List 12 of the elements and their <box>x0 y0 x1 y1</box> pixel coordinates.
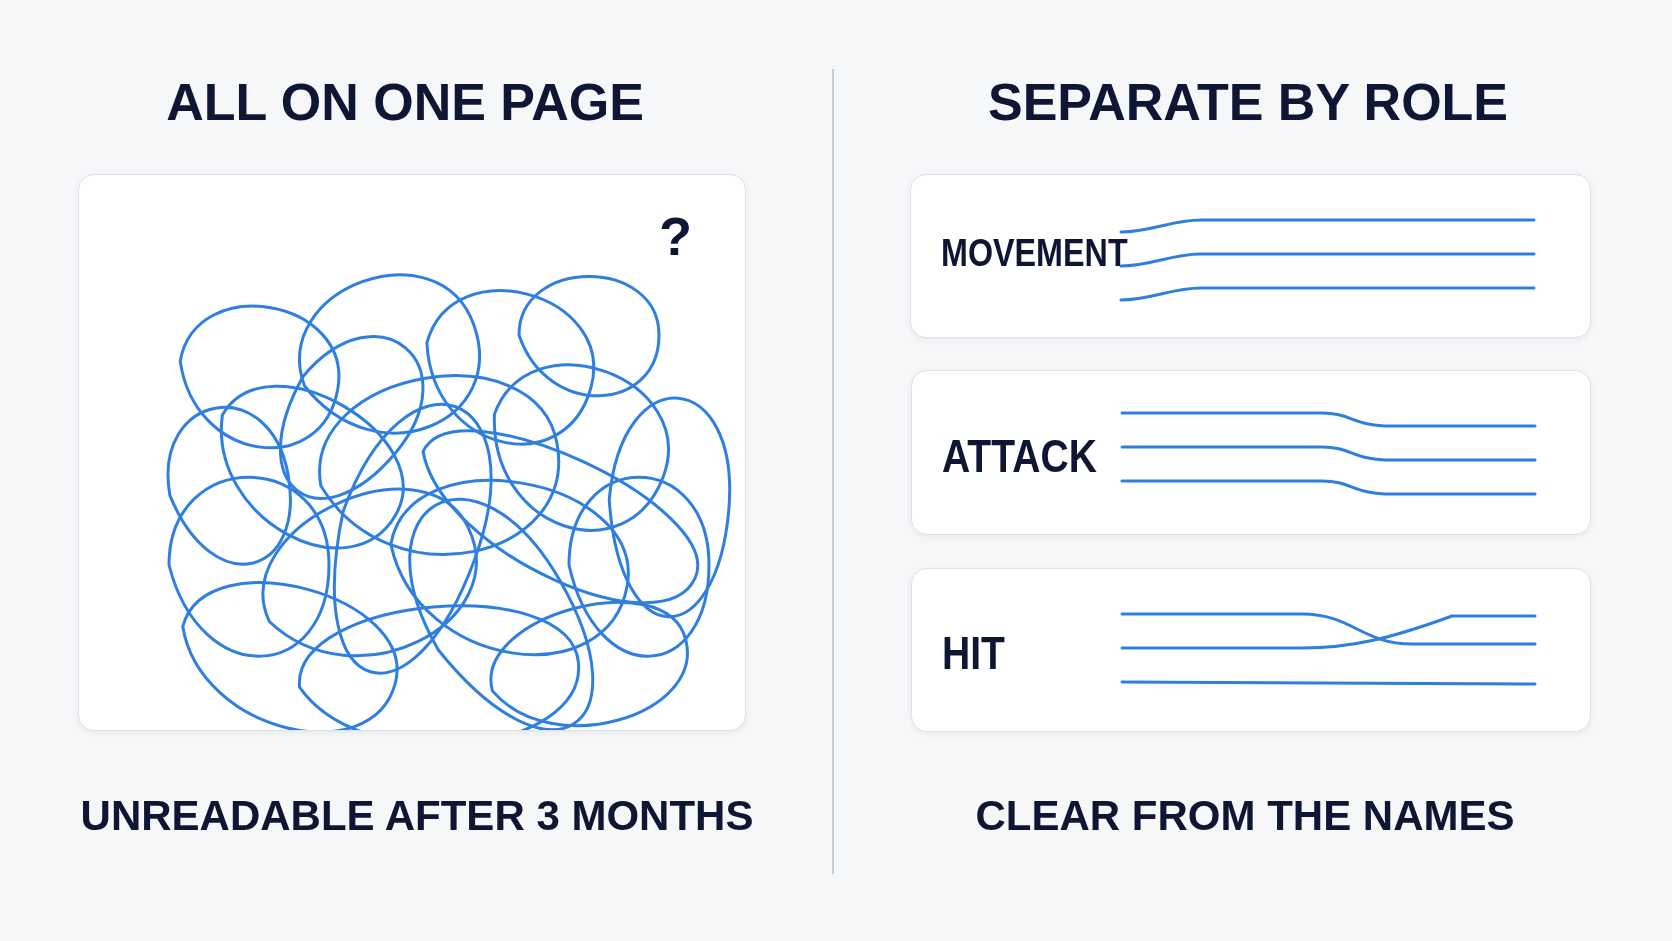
caption-text: UNREADABLE AFTER 3 MONTHS <box>80 792 754 840</box>
card <box>911 370 1591 535</box>
question-mark: ? <box>659 205 692 267</box>
card <box>910 174 1591 338</box>
card-title: ATTACK <box>942 428 1097 483</box>
card-title: HIT <box>942 626 1005 680</box>
caption-text: CLEAR FROM THE NAMES <box>975 792 1515 840</box>
column-heading: SEPARATE BY ROLE <box>987 72 1509 132</box>
card-title: MOVEMENT <box>941 232 1128 275</box>
column-heading: ALL ON ONE PAGE <box>166 72 644 132</box>
card <box>78 174 746 731</box>
card <box>911 568 1591 732</box>
